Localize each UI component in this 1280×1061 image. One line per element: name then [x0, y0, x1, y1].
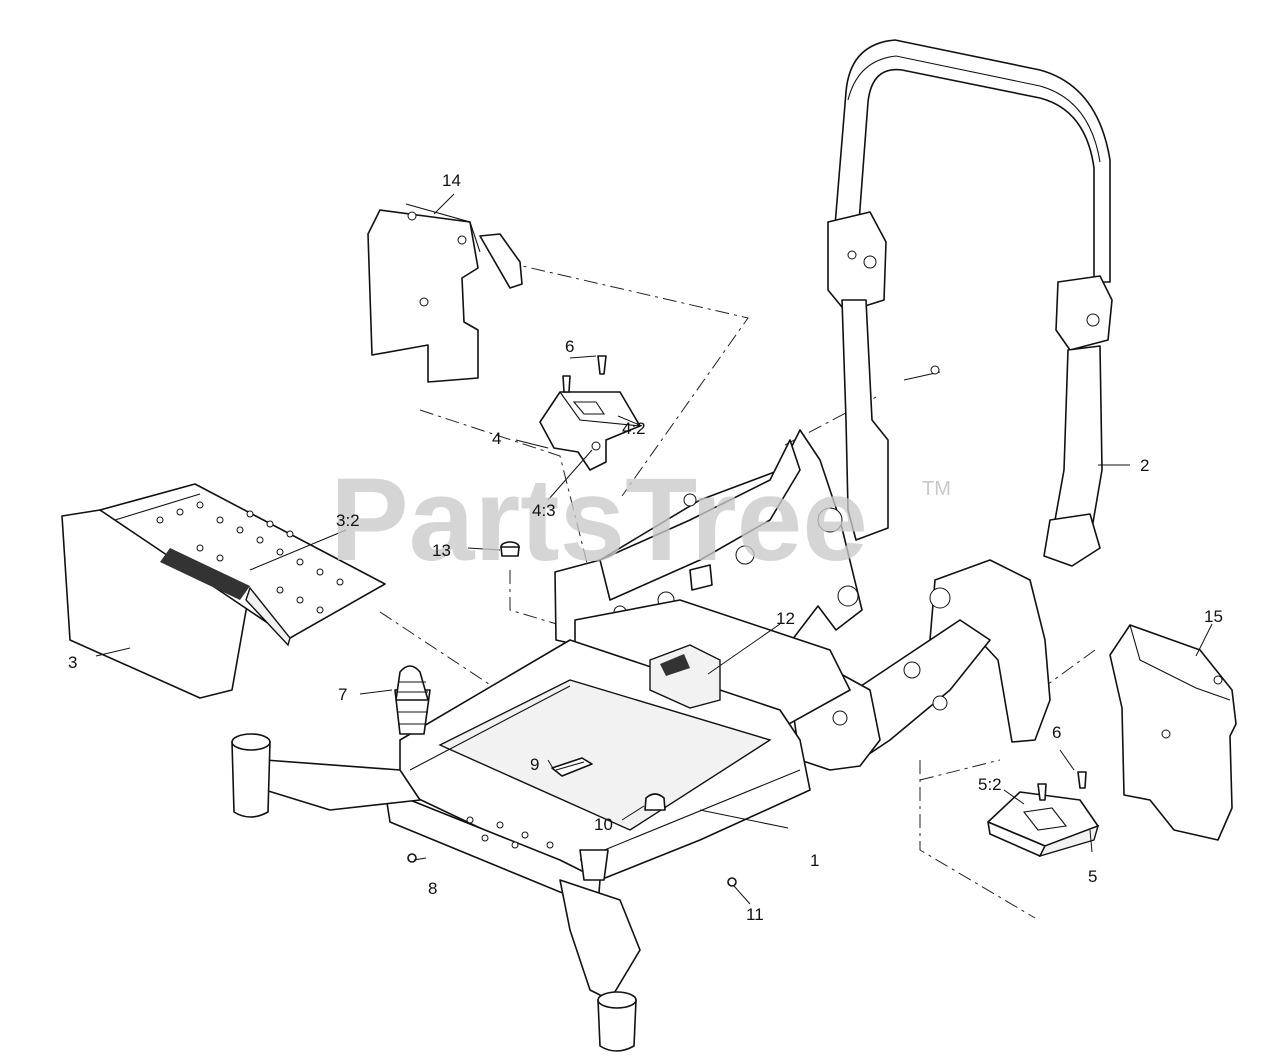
assembly-lines: [379, 261, 1096, 919]
callout-11[interactable]: 11: [746, 905, 764, 924]
callout-4-2[interactable]: 4:2: [622, 419, 646, 438]
callout-3[interactable]: 3: [68, 653, 77, 672]
callout-4-3[interactable]: 4:3: [532, 501, 556, 520]
callout-9[interactable]: 9: [530, 755, 539, 774]
callout-2[interactable]: 2: [1140, 456, 1149, 475]
callout-15[interactable]: 15: [1204, 607, 1223, 626]
foot-plate-holes: [156, 501, 344, 614]
callout-1[interactable]: 1: [810, 851, 819, 870]
callout-12[interactable]: 12: [776, 609, 795, 628]
watermark-trademark: TM: [922, 478, 951, 500]
left-side-shield[interactable]: [367, 203, 523, 383]
leader-lines: [95, 193, 1213, 905]
callout-14[interactable]: 14: [442, 171, 461, 190]
callout-7[interactable]: 7: [338, 685, 347, 704]
callout-3-2[interactable]: 3:2: [336, 511, 360, 530]
callout-13[interactable]: 13: [432, 541, 451, 560]
callout-8[interactable]: 8: [428, 879, 437, 898]
roll-bar[interactable]: [827, 39, 1113, 567]
foot-plate[interactable]: [61, 483, 386, 699]
right-side-shield[interactable]: [1109, 624, 1237, 841]
callout-5[interactable]: 5: [1088, 867, 1097, 886]
callout-5-2[interactable]: 5:2: [978, 775, 1002, 794]
callout-10[interactable]: 10: [594, 815, 613, 834]
frame-details: [394, 564, 713, 881]
right-hinge-bracket[interactable]: [987, 791, 1100, 858]
callout-4[interactable]: 4: [492, 429, 501, 448]
left-hinge-bracket[interactable]: [539, 391, 641, 471]
callout-6-top[interactable]: 6: [565, 337, 574, 356]
callout-6-right[interactable]: 6: [1052, 723, 1061, 742]
hardware: [395, 355, 1087, 887]
partstree-watermark: PartsTree: [330, 454, 868, 586]
callouts: 1 2 3 3:2 4 4:2 4:3 5 5:2 6 6 7 8 9 10 1…: [68, 171, 1223, 924]
